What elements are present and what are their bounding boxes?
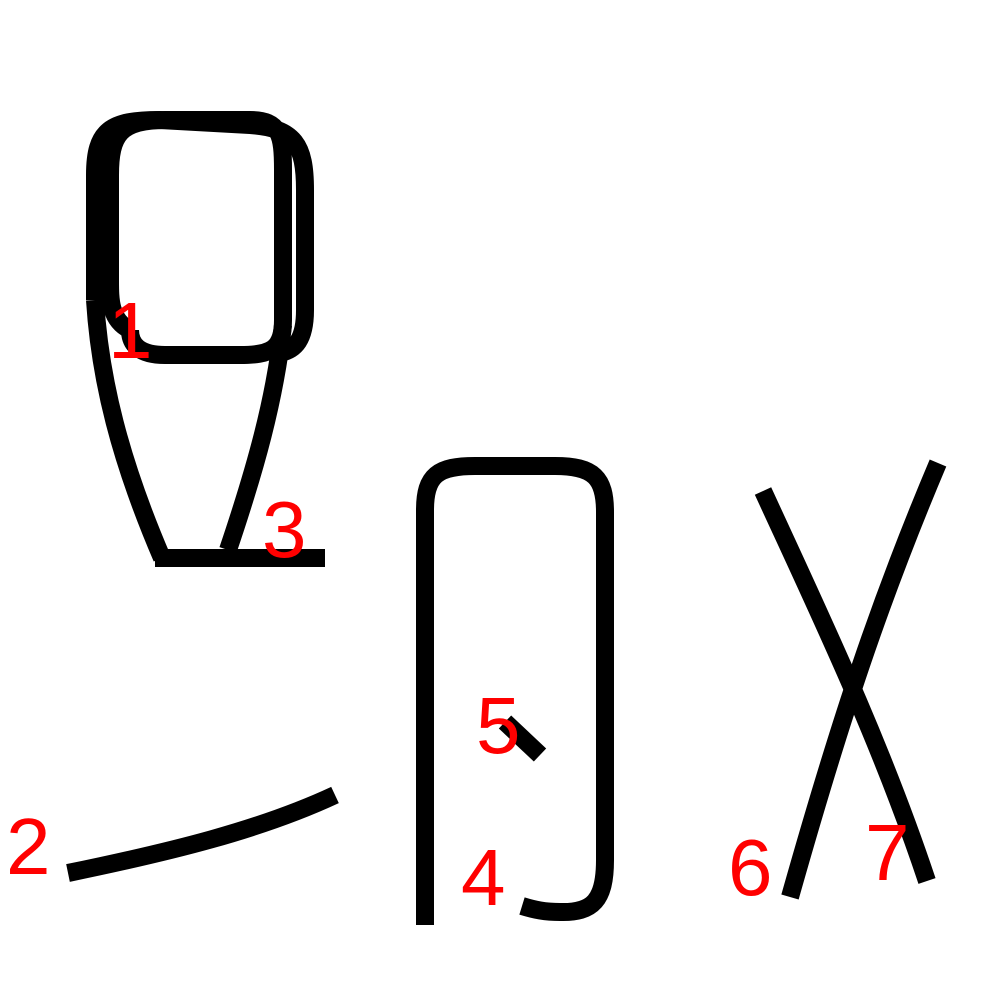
stroke-2 xyxy=(66,786,339,882)
stroke-label-2: 2 xyxy=(6,802,51,891)
stroke-5 xyxy=(498,715,547,762)
stroke-label-5: 5 xyxy=(476,681,521,770)
stroke-4 xyxy=(416,457,614,925)
stroke-3 xyxy=(155,324,325,567)
stroke-7 xyxy=(754,487,936,884)
stroke-label-1: 1 xyxy=(108,286,153,375)
stroke-label-7: 7 xyxy=(865,808,910,897)
stroke-labels: 1 2 3 4 5 6 7 xyxy=(6,286,910,922)
stroke-label-6: 6 xyxy=(728,823,773,912)
stroke-1-outer-loop xyxy=(86,110,314,362)
stroke-label-4: 4 xyxy=(461,833,506,922)
stroke-6 xyxy=(781,459,947,900)
stroke-label-3: 3 xyxy=(262,485,307,574)
stroke-1-left-line xyxy=(86,299,171,562)
strokes-layer xyxy=(66,110,947,925)
